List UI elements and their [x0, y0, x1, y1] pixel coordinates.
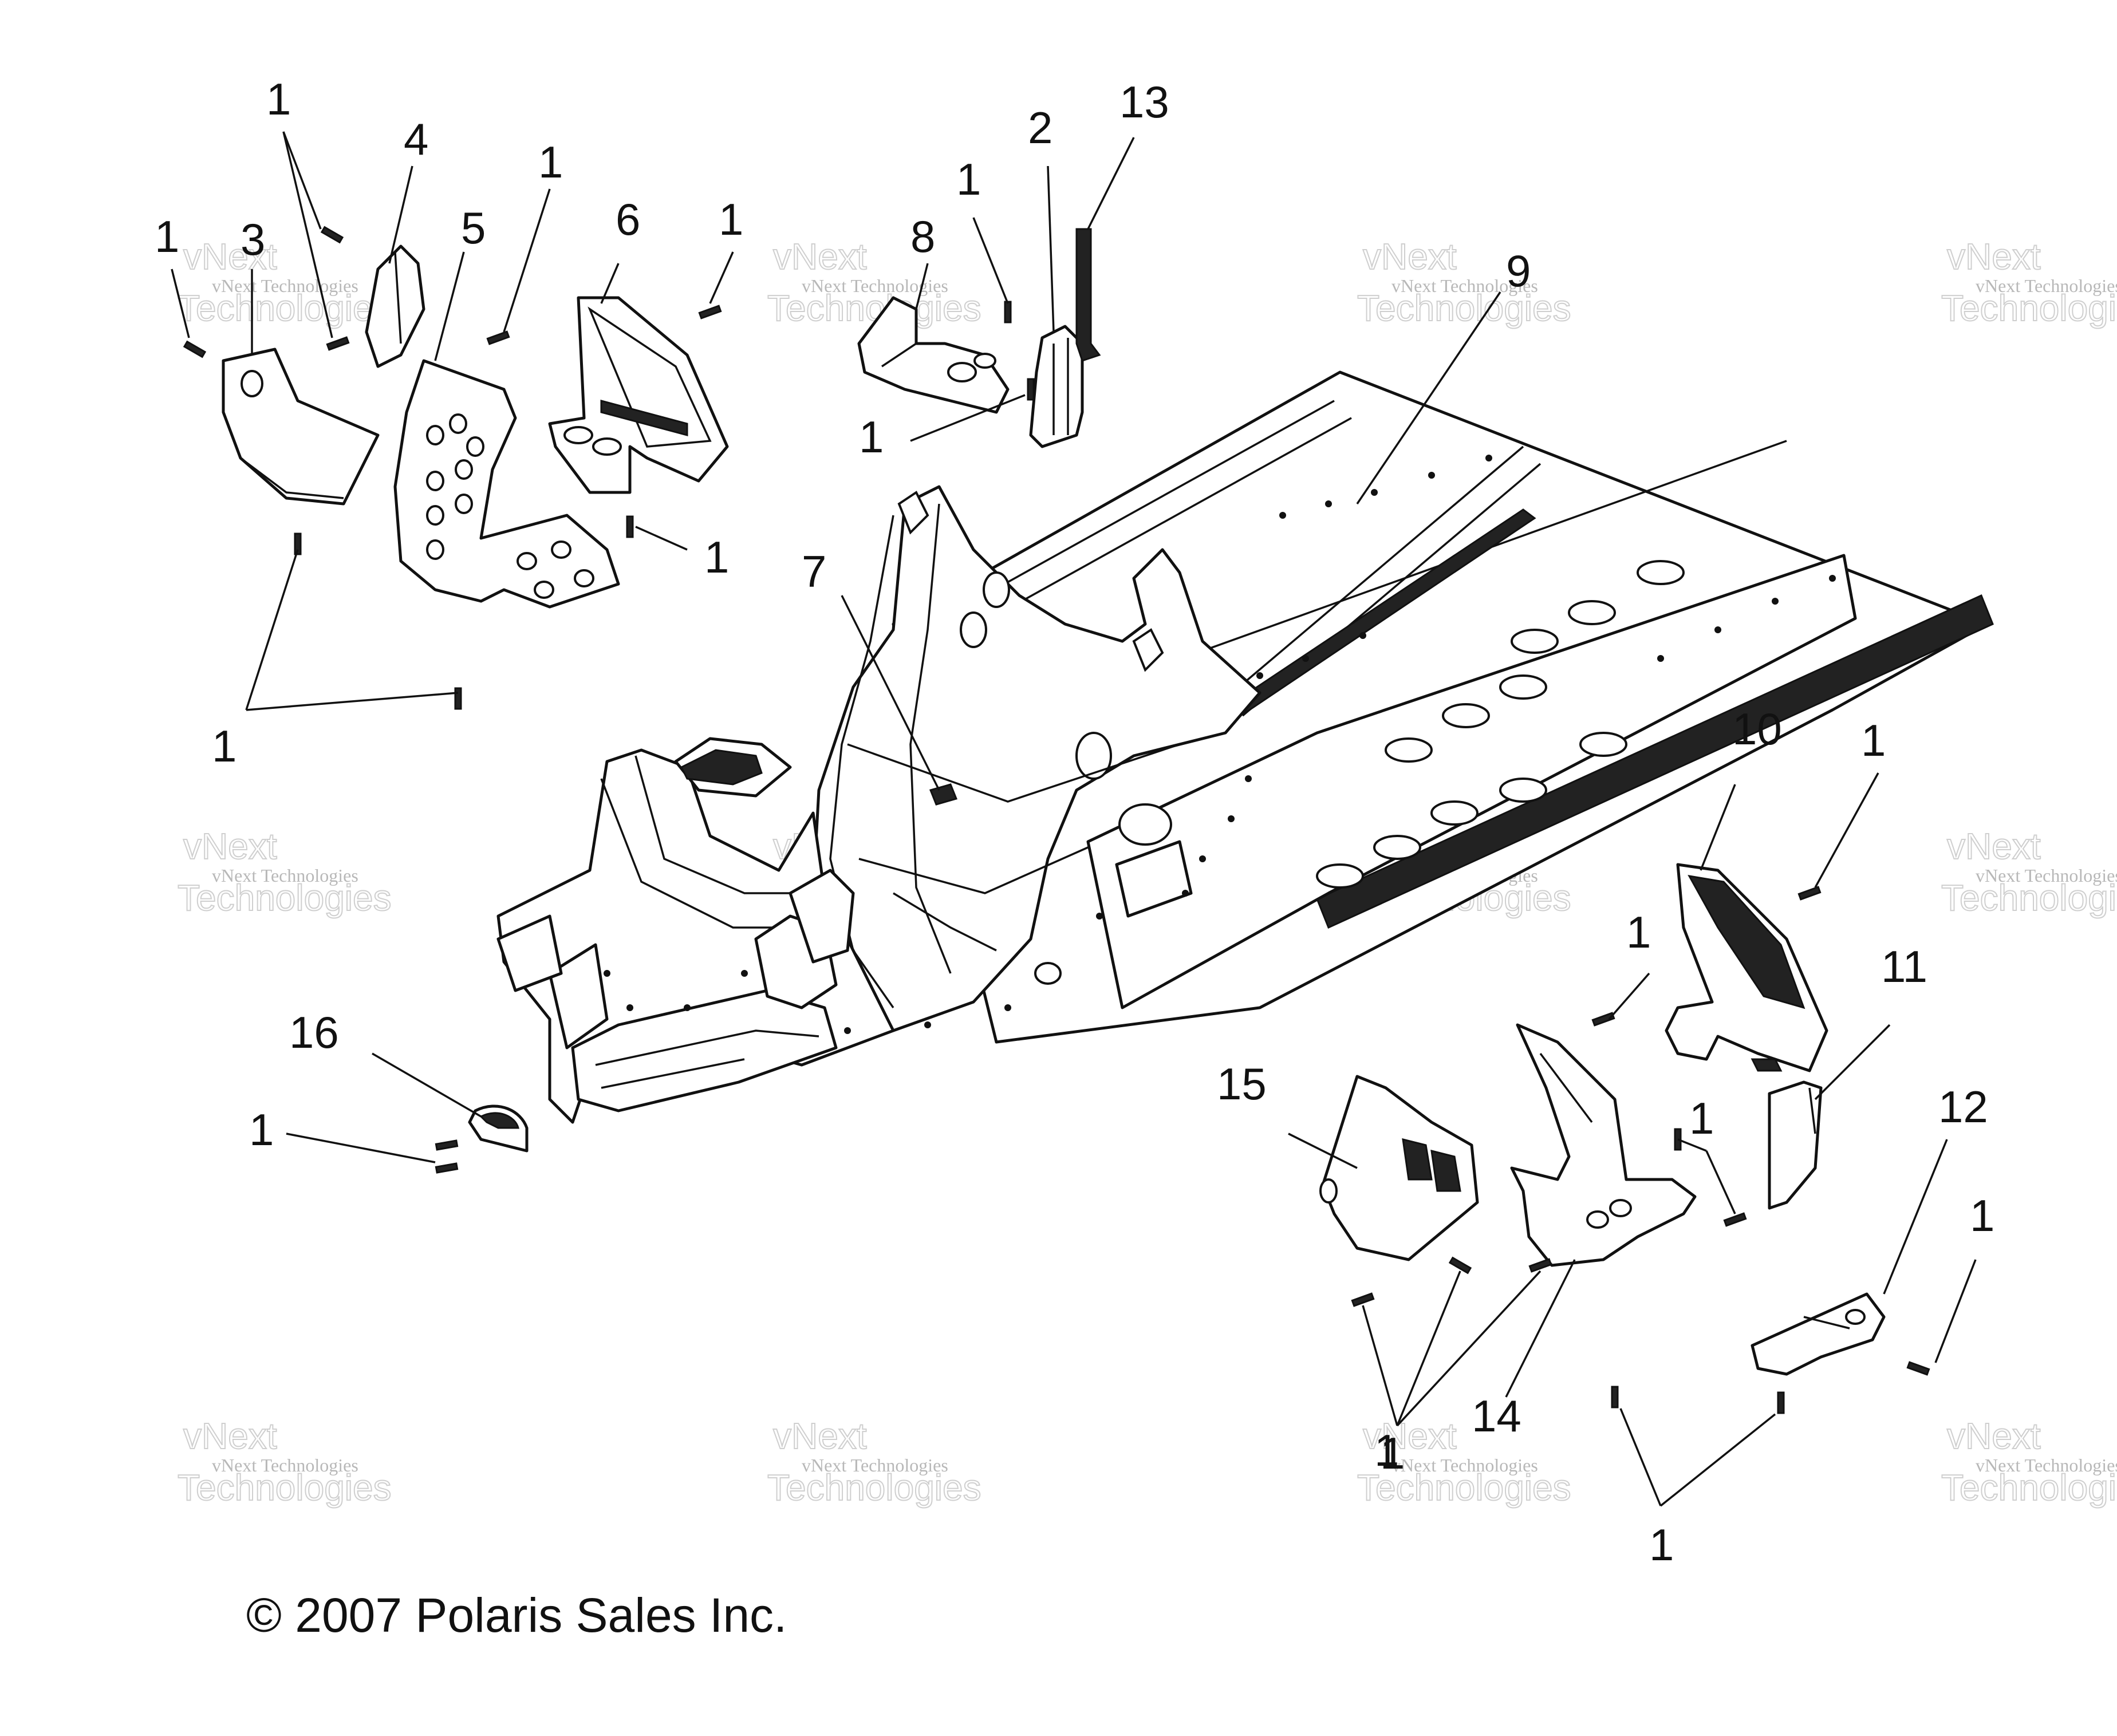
callout-1: 1: [1380, 1428, 1405, 1478]
callout-1: 1: [155, 211, 179, 262]
watermark-small: vNext Technologies: [1976, 865, 2117, 886]
part-7-fastener: [929, 783, 958, 806]
callout-1: 1: [719, 194, 743, 244]
part-13-strap: [1075, 228, 1101, 362]
copyright-text: © 2007 Polaris Sales Inc.: [246, 1588, 787, 1642]
watermark-large: Technologies: [1941, 287, 2117, 329]
watermark-large: Technologies: [1941, 1467, 2117, 1508]
callout-1: 1: [249, 1104, 274, 1155]
frame-rivets: [604, 455, 1836, 1034]
callout-6: 6: [616, 194, 640, 244]
watermark-large: Technologies: [178, 877, 392, 918]
watermark-small: vNext Technologies: [802, 1455, 948, 1475]
watermark-large: vNext: [773, 1415, 867, 1457]
callout-12: 12: [1938, 1082, 1988, 1132]
callout-1: 1: [1374, 1425, 1399, 1475]
watermark-small: vNext Technologies: [1976, 1455, 2117, 1475]
callout-11: 11: [1881, 941, 1927, 992]
callout-8: 8: [910, 211, 935, 262]
callout-1: 1: [956, 154, 981, 204]
watermark-large: vNext: [183, 236, 277, 277]
watermark-large: vNext: [1947, 236, 2041, 277]
watermark-large: vNext: [773, 236, 867, 277]
callout-5: 5: [461, 203, 486, 253]
callout-9: 9: [1506, 246, 1531, 296]
callout-16: 16: [289, 1007, 339, 1058]
callouts: 1 1 1 4 1 6 1 3 5 8 1 2 13 9 1 7 1 1 10 …: [155, 74, 1994, 1570]
callout-1: 1: [212, 721, 236, 771]
watermark-large: vNext: [1363, 1415, 1457, 1457]
watermark-small: vNext Technologies: [212, 865, 358, 886]
callout-1: 1: [266, 74, 291, 124]
callout-1: 1: [1861, 715, 1886, 766]
callout-1: 1: [1649, 1520, 1674, 1570]
callout-10: 10: [1732, 704, 1782, 754]
part-16-clip: [468, 1104, 529, 1153]
watermark-large: vNext: [1947, 1415, 2041, 1457]
watermark-large: Technologies: [1941, 877, 2117, 918]
watermark-small: vNext Technologies: [212, 1455, 358, 1475]
part-15-panel: [1319, 1075, 1479, 1261]
part-11-panel: [1768, 1080, 1823, 1210]
watermark-small: vNext Technologies: [1391, 1455, 1538, 1475]
callout-3: 3: [241, 214, 265, 265]
watermark-large: Technologies: [178, 1467, 392, 1508]
watermark-small: vNext Technologies: [212, 275, 358, 296]
part-5-footrest: [393, 359, 620, 609]
callout-13: 13: [1119, 77, 1169, 127]
watermark-small: vNext Technologies: [1391, 275, 1538, 296]
part-12-plate: [1751, 1292, 1886, 1376]
watermark-large: vNext: [1947, 826, 2041, 867]
watermark-large: Technologies: [767, 1467, 981, 1508]
callout-1: 1: [704, 532, 729, 582]
callout-1: 1: [1689, 1093, 1714, 1143]
watermark-large: vNext: [1363, 236, 1457, 277]
callout-14: 14: [1472, 1391, 1521, 1441]
part-4-bracket: [365, 244, 425, 368]
part-10-panel: [1665, 863, 1828, 1072]
callout-4: 4: [404, 114, 428, 164]
part-8-bracket: [857, 296, 1010, 414]
callout-1: 1: [1626, 907, 1651, 957]
leader-lines: [171, 131, 1977, 1507]
callout-7: 7: [802, 546, 826, 597]
callout-15: 15: [1217, 1059, 1267, 1109]
callout-1: 1: [538, 137, 563, 187]
watermark-large: vNext: [183, 1415, 277, 1457]
part-3-bracket: [222, 348, 380, 506]
watermark-large: vNext: [183, 826, 277, 867]
callout-1: 1: [859, 412, 884, 462]
callout-2: 2: [1028, 102, 1052, 153]
part-6-panel: [548, 296, 729, 494]
part-2-strap-mount: [1029, 325, 1084, 448]
watermark-large: Technologies: [1357, 287, 1571, 329]
part-14-footrest: [1510, 1023, 1697, 1267]
watermark-large: Technologies: [1357, 1467, 1571, 1508]
chassis-frame: [496, 370, 1994, 1124]
callout-1: 1: [1970, 1190, 1994, 1241]
watermark-small: vNext Technologies: [1976, 275, 2117, 296]
watermark-large: Technologies: [178, 287, 392, 329]
